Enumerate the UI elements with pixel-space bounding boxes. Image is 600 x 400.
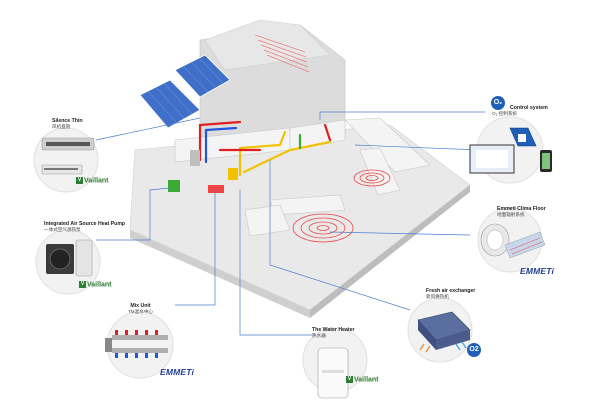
o2-logo-icon: O₂ xyxy=(491,96,505,110)
house-green-unit xyxy=(168,180,180,192)
fresh-air-title: Fresh air exchanger xyxy=(426,288,476,294)
hydronic-piping xyxy=(198,120,332,177)
floor-subtitle: 地面辐射系统 xyxy=(497,212,525,218)
floor-heating-coil-2 xyxy=(353,169,391,187)
floor-heating-coil-1 xyxy=(292,213,354,243)
callout-control: Control system O₂ 控制系统 xyxy=(492,105,548,117)
heat-pump-title: Integrated Air Source Heat Pump xyxy=(44,221,126,227)
manifold-icon xyxy=(105,311,174,379)
water-heater-title: The Water Heater xyxy=(312,327,355,333)
silence-thin-title: Silence Thin xyxy=(52,118,83,124)
control-subtitle: O₂ 控制系统 xyxy=(492,111,518,117)
house-interior-walls xyxy=(174,117,431,237)
house-yellow-unit xyxy=(228,168,238,180)
water-heater-subtitle: 热水器 xyxy=(312,333,326,339)
callout-floor: Emmeti Clima Floor 地面辐射系统 xyxy=(497,206,546,218)
floor-brand: EMMETi xyxy=(520,266,555,276)
callout-water-heater: The Water Heater 热水器 xyxy=(312,327,354,339)
solar-panels xyxy=(139,54,231,129)
mix-unit-brand: EMMETi xyxy=(160,367,195,377)
o2-logo-icon: O2 xyxy=(467,343,481,357)
control-system-icon xyxy=(469,116,552,184)
silence-thin-subtitle: 风机盘管 xyxy=(52,124,71,130)
callout-silence-thin: Silence Thin 风机盘管 xyxy=(52,118,83,130)
house-boiler-unit xyxy=(190,150,200,166)
fan-coil-icon xyxy=(33,127,99,193)
callout-mix-unit: Mix Unit TM混水中心 xyxy=(128,303,153,315)
house-slab-front xyxy=(130,230,310,318)
house-slab-right xyxy=(310,185,470,318)
mix-unit-subtitle: TM混水中心 xyxy=(128,309,154,315)
floor-heating-icon xyxy=(477,207,546,273)
house-manifold-unit xyxy=(208,185,224,193)
mix-unit-title: Mix Unit xyxy=(130,303,151,309)
heat-pump-subtitle: 一体式空气源热泵 xyxy=(44,227,81,233)
vaillant-logo-icon: V xyxy=(76,177,83,184)
vaillant-logo-icon: V xyxy=(79,281,86,288)
air-exchanger-icon xyxy=(407,297,473,363)
connector-lines xyxy=(95,111,485,336)
vaillant-logo-icon: V xyxy=(346,376,353,383)
control-title: Control system xyxy=(510,105,548,111)
roof-heating-pipes xyxy=(254,34,310,73)
floor-title: Emmeti Clima Floor xyxy=(497,206,546,212)
callout-heat-pump: Integrated Air Source Heat Pump 一体式空气源热泵 xyxy=(44,221,125,233)
callout-fresh-air: Fresh air exchanger 新风换热机 xyxy=(426,288,475,300)
fresh-air-subtitle: 新风换热机 xyxy=(426,294,449,300)
house-roof-curve xyxy=(204,19,331,71)
heat-pump-icon xyxy=(35,229,101,295)
